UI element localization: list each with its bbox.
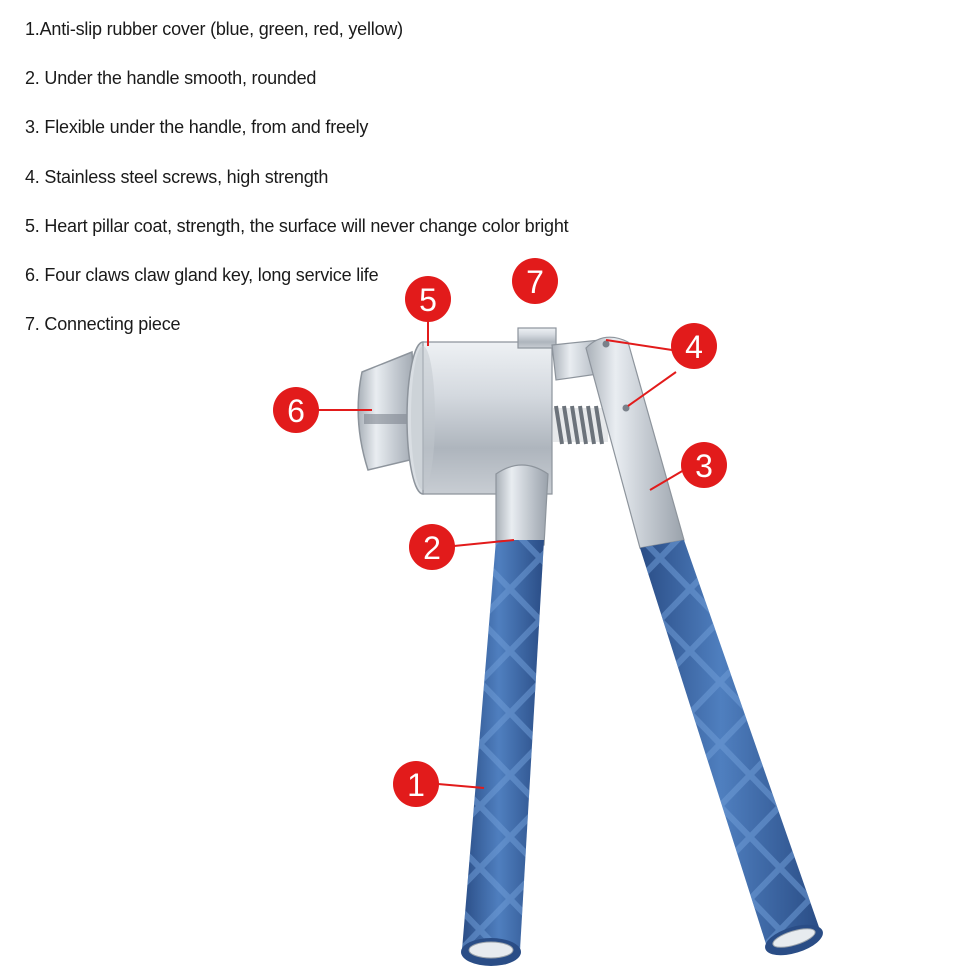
- callout-label-2: 2: [423, 530, 441, 566]
- feature-item-7: 7. Connecting piece: [25, 314, 181, 335]
- feature-item-3: 3. Flexible under the handle, from and f…: [25, 117, 369, 138]
- leader-line-3: [649, 469, 685, 491]
- leader-line-4b: [627, 371, 677, 407]
- callout-3: 3: [681, 442, 727, 488]
- leader-lines: [318, 318, 685, 789]
- callout-label-1: 1: [407, 767, 425, 803]
- callout-label-4: 4: [685, 329, 703, 365]
- leader-line-1: [437, 783, 485, 789]
- feature-item-5: 5. Heart pillar coat, strength, the surf…: [25, 215, 569, 236]
- callout-4: 4: [671, 323, 717, 369]
- feature-item-1: 1.Anti-slip rubber cover (blue, green, r…: [25, 19, 403, 39]
- callout-label-6: 6: [287, 393, 305, 429]
- fixed-handle: [461, 464, 549, 966]
- feature-item-6: 6. Four claws claw gland key, long servi…: [25, 264, 379, 285]
- feature-item-2: 2. Under the handle smooth, rounded: [25, 68, 317, 89]
- callout-6: 6: [273, 387, 319, 433]
- movable-handle: [585, 336, 823, 956]
- callout-1: 1: [393, 761, 439, 807]
- callout-label-7: 7: [526, 264, 544, 300]
- callout-7: 7: [512, 258, 558, 304]
- callout-label-3: 3: [695, 448, 713, 484]
- callouts: 7 5 4 6 3 2 1: [273, 258, 727, 807]
- feature-item-4: 4. Stainless steel screws, high strength: [25, 166, 329, 187]
- spring: [552, 405, 608, 445]
- leader-line-4a: [605, 339, 673, 351]
- callout-label-5: 5: [419, 282, 437, 318]
- leader-line-2: [453, 539, 515, 547]
- callout-5: 5: [405, 276, 451, 322]
- callout-2: 2: [409, 524, 455, 570]
- crimper-head: [357, 327, 613, 495]
- feature-list: 1.Anti-slip rubber cover (blue, green, r…: [25, 14, 569, 358]
